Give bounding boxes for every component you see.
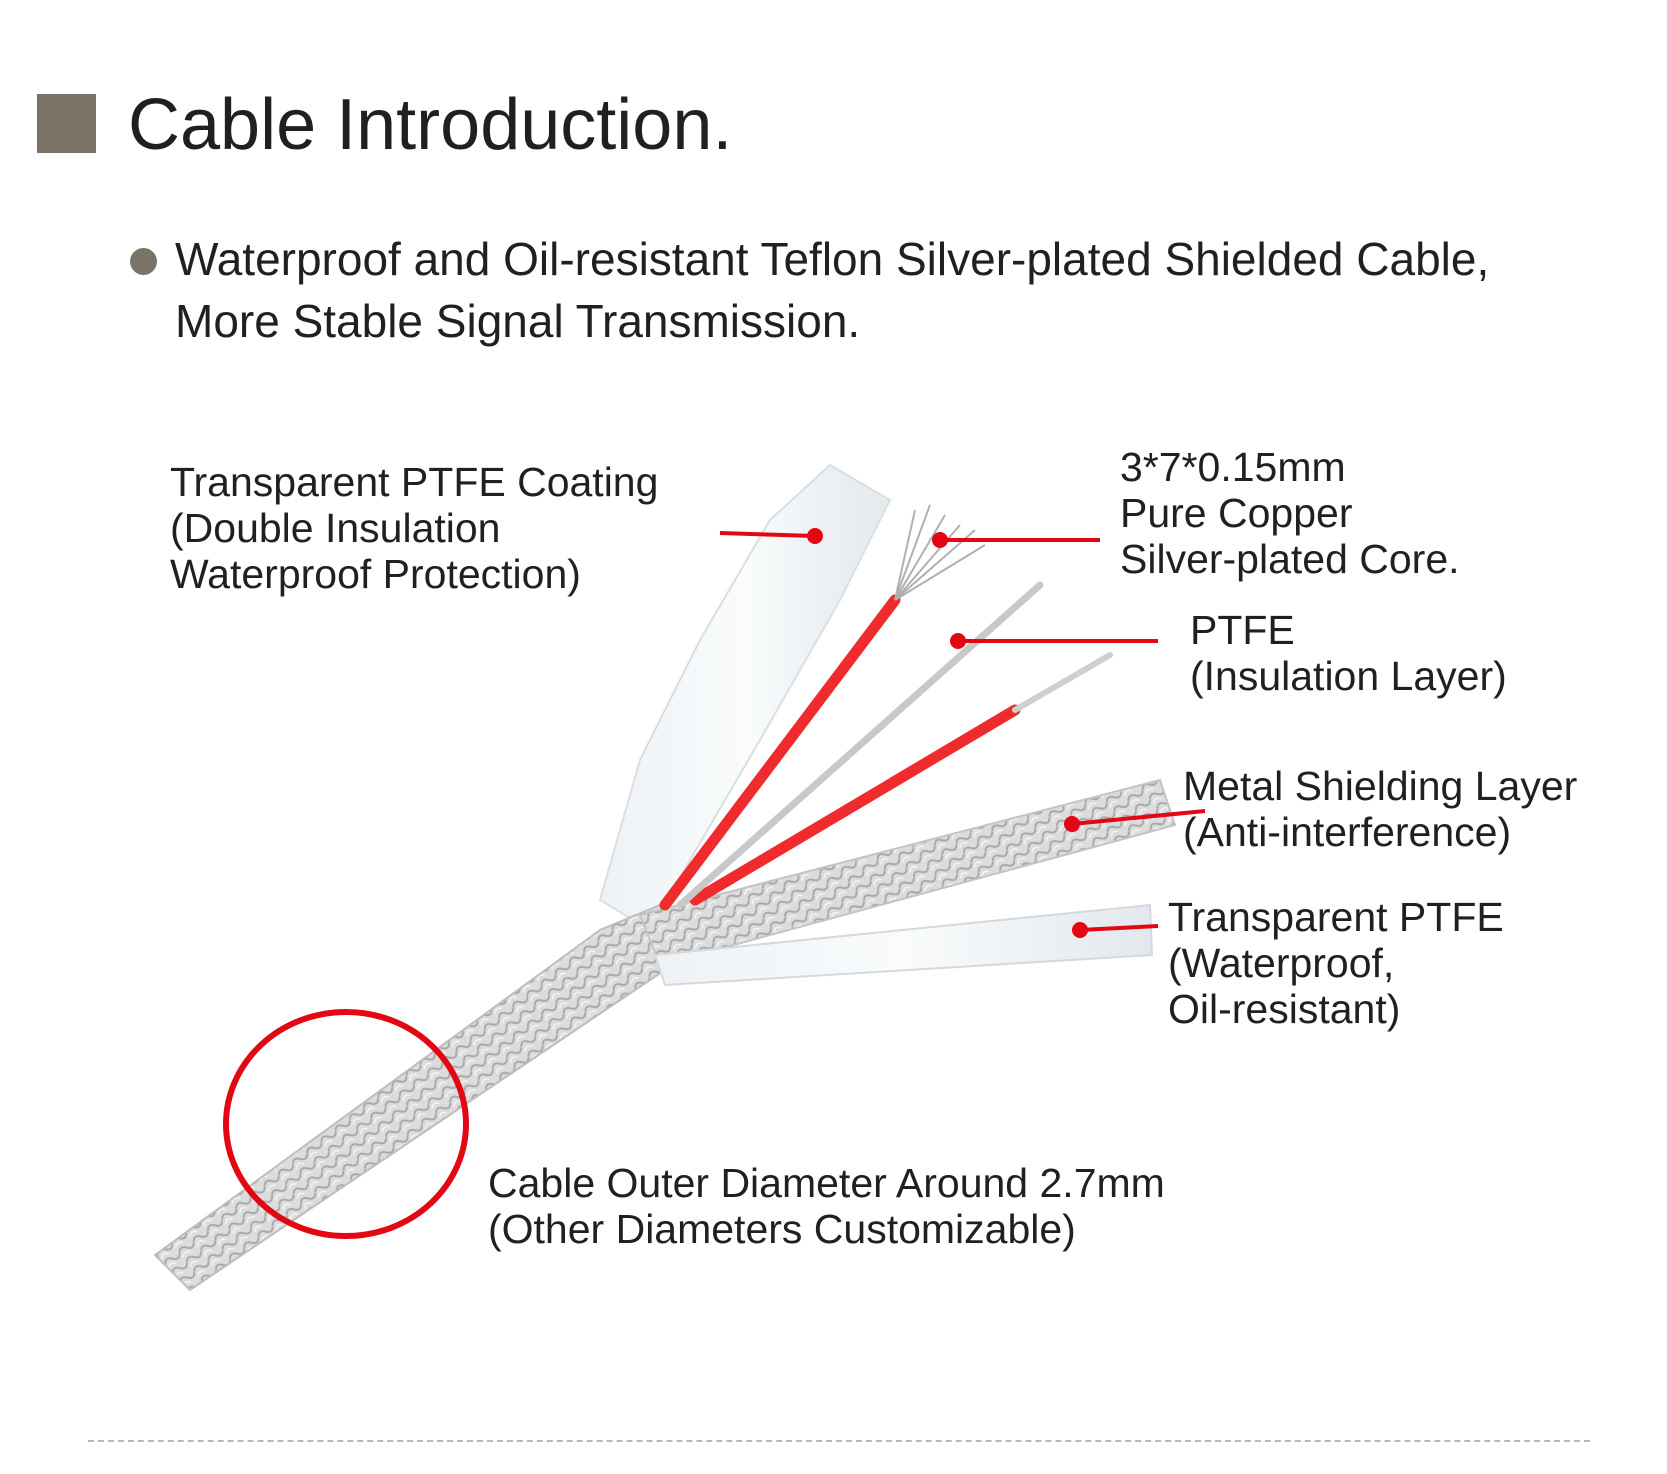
label-metal-shielding: Metal Shielding Layer (Anti-interference… [1183,763,1578,855]
leader-lines [719,528,1206,938]
diameter-highlight-circle [223,1009,469,1239]
shielding-braid-branch [638,778,1177,967]
copper-strands [894,504,986,601]
label-copper-core: 3*7*0.15mm Pure Copper Silver-plated Cor… [1120,444,1460,582]
page-title: Cable Introduction. [128,85,733,165]
label-transparent-sheath: Transparent PTFE (Waterproof, Oil-resist… [1168,894,1504,1032]
transparent-sheath-branch [653,903,1154,987]
section-marker-square [37,94,96,153]
intro-text: Waterproof and Oil-resistant Teflon Silv… [175,233,1490,347]
label-ptfe-insulation: PTFE (Insulation Layer) [1190,607,1507,699]
red-wire-1 [659,594,901,911]
label-outer-diameter: Cable Outer Diameter Around 2.7mm (Other… [488,1160,1165,1252]
label-transparent-coating: Transparent PTFE Coating (Double Insulat… [170,459,659,597]
wire-tip-1 [1012,652,1113,713]
bullet-dot [130,248,157,275]
footer-divider [88,1440,1590,1442]
grey-wire [676,581,1044,909]
red-wire-2 [689,704,1021,906]
